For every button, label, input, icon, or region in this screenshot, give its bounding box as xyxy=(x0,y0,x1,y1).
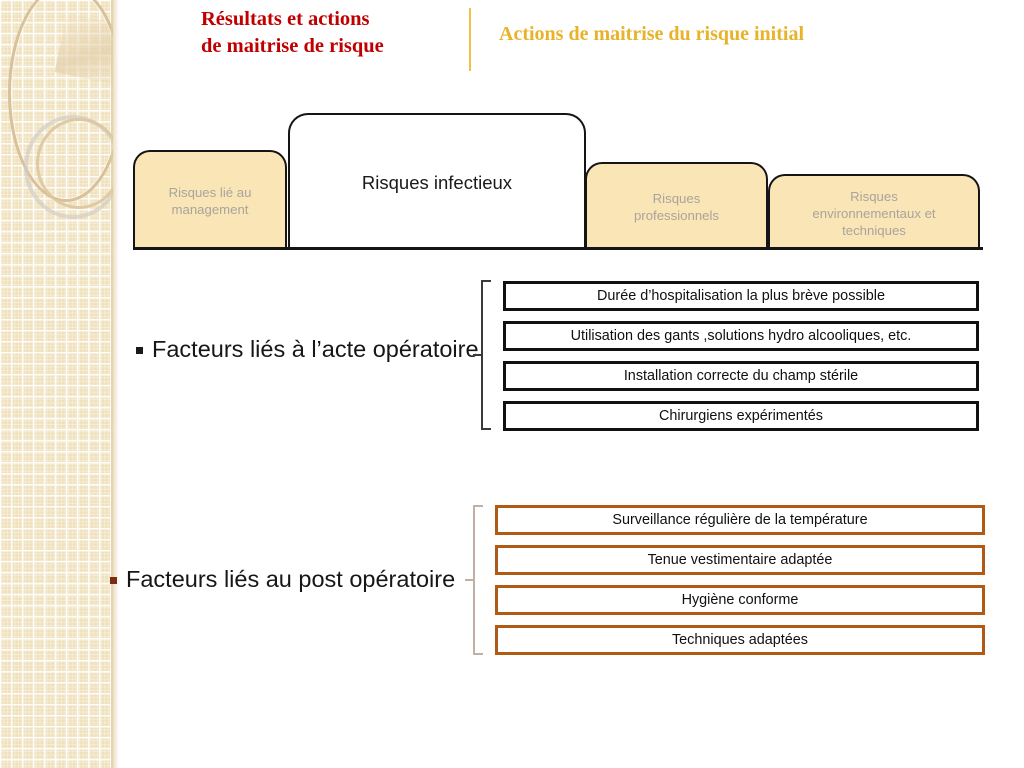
tab-label-line2: management xyxy=(171,202,249,217)
decorative-left-panel xyxy=(0,0,113,768)
bullet-square-icon xyxy=(136,347,143,354)
tab-risques-infectieux-label: Risques infectieux xyxy=(361,171,513,193)
brace-acte-operatoire xyxy=(473,280,493,430)
tab-risques-professionnels[interactable]: Risques professionnels xyxy=(585,162,768,250)
action-box[interactable]: Hygiène conforme xyxy=(495,585,985,615)
slide-title-secondary: Actions de maitrise du risque initial xyxy=(499,23,805,45)
decorative-ring-medium xyxy=(24,115,113,219)
tab-risques-infectieux[interactable]: Risques infectieux xyxy=(288,113,586,250)
section-label-text: Facteurs liés à l’acte opératoire xyxy=(152,336,479,362)
brace-spine xyxy=(481,280,483,430)
decorative-wedge xyxy=(54,13,113,87)
tab-risques-environnementaux[interactable]: Risques environnementaux et techniques xyxy=(768,174,980,250)
decorative-ring-small xyxy=(36,118,113,209)
action-box[interactable]: Techniques adaptées xyxy=(495,625,985,655)
action-box[interactable]: Utilisation des gants ,solutions hydro a… xyxy=(503,321,979,351)
tab-label-line2: professionnels xyxy=(633,208,720,223)
tab-risques-environnementaux-label: Risques environnementaux et techniques xyxy=(812,188,935,239)
action-box[interactable]: Durée d’hospitalisation la plus brève po… xyxy=(503,281,979,311)
tab-label-line2: environnementaux et xyxy=(812,205,936,221)
tab-label-line1: Risques xyxy=(652,191,701,206)
bullet-square-icon xyxy=(110,577,117,584)
brace-tick xyxy=(473,354,482,356)
section-label-text: Facteurs liés au post opératoire xyxy=(126,566,456,592)
section-label-acte-operatoire: Facteurs liés à l’acte opératoire xyxy=(136,336,479,363)
title-divider xyxy=(469,8,471,71)
brace-spine xyxy=(473,505,475,655)
tab-baseline xyxy=(133,247,983,250)
action-box[interactable]: Tenue vestimentaire adaptée xyxy=(495,545,985,575)
tab-risques-management-label: Risques lié au management xyxy=(169,184,252,218)
tab-risques-professionnels-label: Risques professionnels xyxy=(634,190,719,224)
slide-title-primary-line2: de maitrise de risque xyxy=(201,35,384,57)
action-box[interactable]: Chirurgiens expérimentés xyxy=(503,401,979,431)
action-box[interactable]: Surveillance régulière de la température xyxy=(495,505,985,535)
brace-arm-top xyxy=(481,280,491,282)
brace-arm-bottom xyxy=(481,428,491,430)
tab-label-line1: Risques xyxy=(850,188,898,204)
tab-risques-management[interactable]: Risques lié au management xyxy=(133,150,287,250)
action-box[interactable]: Installation correcte du champ stérile xyxy=(503,361,979,391)
brace-tick xyxy=(465,579,474,581)
slide-title-primary-line1: Résultats et actions xyxy=(201,8,370,30)
brace-post-operatoire xyxy=(465,505,485,655)
tab-label-line1: Risques lié au xyxy=(168,185,252,200)
slide-title-primary: Résultats et actions de maitrise de risq… xyxy=(201,6,463,60)
brace-arm-bottom xyxy=(473,653,483,655)
tab-label-line3: techniques xyxy=(842,222,906,238)
risk-category-tabs: Risques lié au management Risques infect… xyxy=(133,108,983,250)
section-label-post-operatoire: Facteurs liés au post opératoire xyxy=(110,566,455,593)
decorative-panel-edge xyxy=(111,0,119,768)
brace-arm-top xyxy=(473,505,483,507)
